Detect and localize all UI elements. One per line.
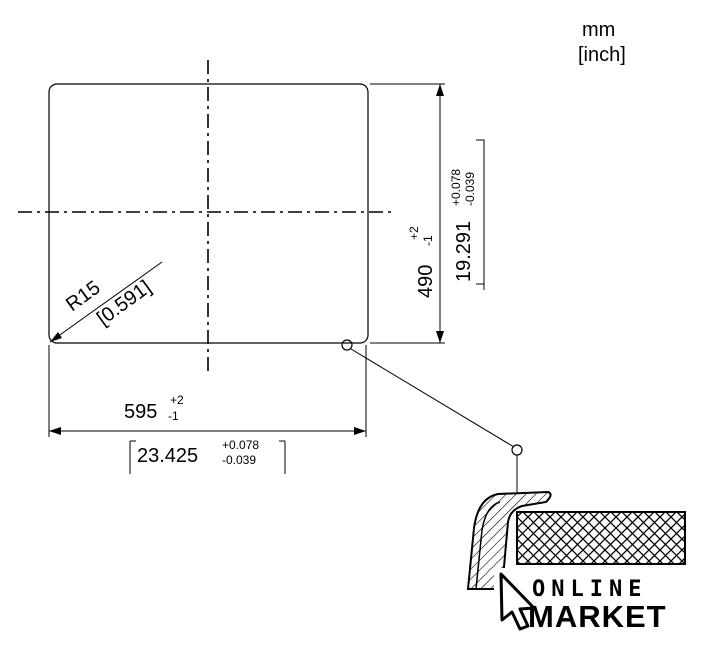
width-mm-tol-plus: +2	[170, 393, 184, 407]
width-inch-value: 23.425	[137, 445, 198, 467]
rim-outline	[475, 501, 501, 590]
cursor-arrow-icon	[499, 572, 536, 631]
units-inch-label: [inch]	[578, 44, 626, 66]
logo-line1: ONLINE	[532, 577, 647, 602]
online-market-logo: ONLINE MARKET	[494, 568, 690, 634]
height-inch-tol-plus: +0.078	[449, 169, 463, 206]
section-detail	[466, 490, 686, 590]
height-mm-tol-plus: +2	[407, 226, 421, 240]
height-inch-tol-minus: -0.039	[463, 172, 477, 206]
radius-callout: R15 [0.591]	[49, 261, 163, 343]
height-dimension: 490 +2 -1 19.291 +0.078 -0.039	[370, 83, 485, 344]
units-mm-label: mm	[582, 19, 615, 41]
sink-rim	[466, 490, 552, 590]
width-mm-value: 595	[124, 401, 157, 423]
height-mm-value: 490	[415, 265, 437, 298]
height-mm-tol-minus: -1	[421, 235, 435, 246]
detail-leader	[341, 339, 523, 492]
width-mm-tol-minus: -1	[168, 409, 179, 423]
height-inch-value: 19.291	[453, 221, 475, 282]
width-inch-tol-minus: -0.039	[222, 453, 256, 467]
logo-line2: MARKET	[528, 599, 667, 634]
radius-inch-value: [0.591]	[93, 276, 155, 330]
width-inch-tol-plus: +0.078	[222, 438, 259, 452]
width-dimension: 595 +2 -1 23.425 +0.078 -0.039	[48, 345, 367, 474]
worktop-section	[516, 511, 686, 565]
